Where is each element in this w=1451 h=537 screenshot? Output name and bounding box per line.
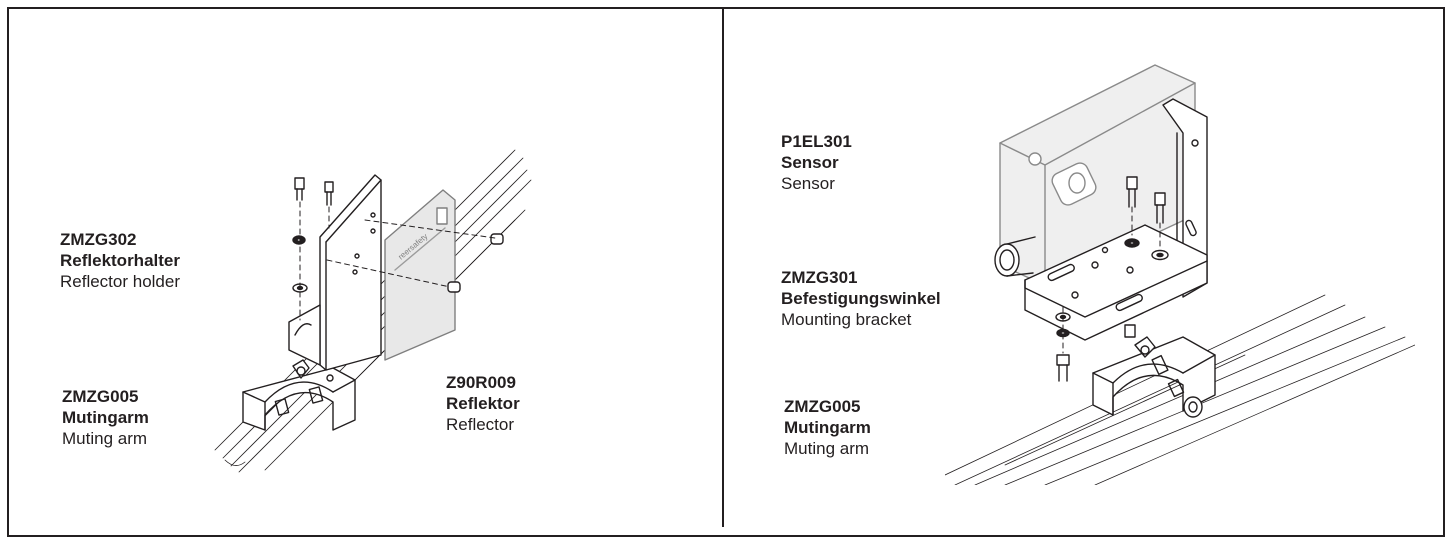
reflector-name-en: Reflector: [446, 415, 515, 434]
reflector-holder-name-de: Reflektorhalter: [60, 251, 180, 270]
label-mounting-bracket: ZMZG301 Befestigungswinkel Mounting brac…: [781, 267, 941, 330]
mounting-bracket-name-en: Mounting bracket: [781, 310, 912, 329]
reflector-name-de: Reflektor: [446, 394, 520, 413]
right-assembly-illustration: [945, 55, 1415, 485]
profile-rail-right: [945, 294, 1415, 485]
muting-arm-right-name-de: Mutingarm: [784, 418, 871, 437]
assembly-lines-right: [1062, 206, 1161, 354]
muting-arm-left-name-de: Mutingarm: [62, 408, 149, 427]
label-sensor: P1EL301 Sensor Sensor: [781, 131, 852, 194]
screws: [292, 177, 504, 293]
muting-arm-right-name-en: Muting arm: [784, 439, 870, 458]
reflector-holder-name-en: Reflector holder: [60, 272, 181, 291]
bracket-screws: [1055, 176, 1169, 382]
assembly-lines: [299, 201, 496, 321]
reflector-holder-bracket: [288, 174, 382, 371]
reflector-code: Z90R009: [446, 373, 516, 392]
panel-divider: [722, 7, 724, 527]
muting-arm-left-code: ZMZG005: [62, 387, 139, 406]
muting-arm-right-code: ZMZG005: [784, 397, 861, 416]
sensor-name-en: Sensor: [781, 174, 835, 193]
left-assembly-illustration: reersafety: [205, 130, 535, 475]
reflector-holder-code: ZMZG302: [60, 230, 137, 249]
sensor-code: P1EL301: [781, 132, 852, 151]
sensor-connector: [994, 236, 1036, 277]
muting-arm-left-name-en: Muting arm: [62, 429, 148, 448]
mounting-bracket-code: ZMZG301: [781, 268, 858, 287]
label-muting-arm-right: ZMZG005 Mutingarm Muting arm: [784, 396, 871, 459]
label-muting-arm-left: ZMZG005 Mutingarm Muting arm: [62, 386, 149, 449]
muting-arm-clamp: [242, 359, 356, 431]
label-reflector-holder: ZMZG302 Reflektorhalter Reflector holder: [60, 229, 180, 292]
reflector-panel: reersafety: [384, 189, 456, 361]
mounting-bracket-name-de: Befestigungswinkel: [781, 289, 941, 308]
muting-arm-clamp-right: [1092, 336, 1216, 418]
label-reflector: Z90R009 Reflektor Reflector: [446, 372, 520, 435]
sensor-name-de: Sensor: [781, 153, 839, 172]
